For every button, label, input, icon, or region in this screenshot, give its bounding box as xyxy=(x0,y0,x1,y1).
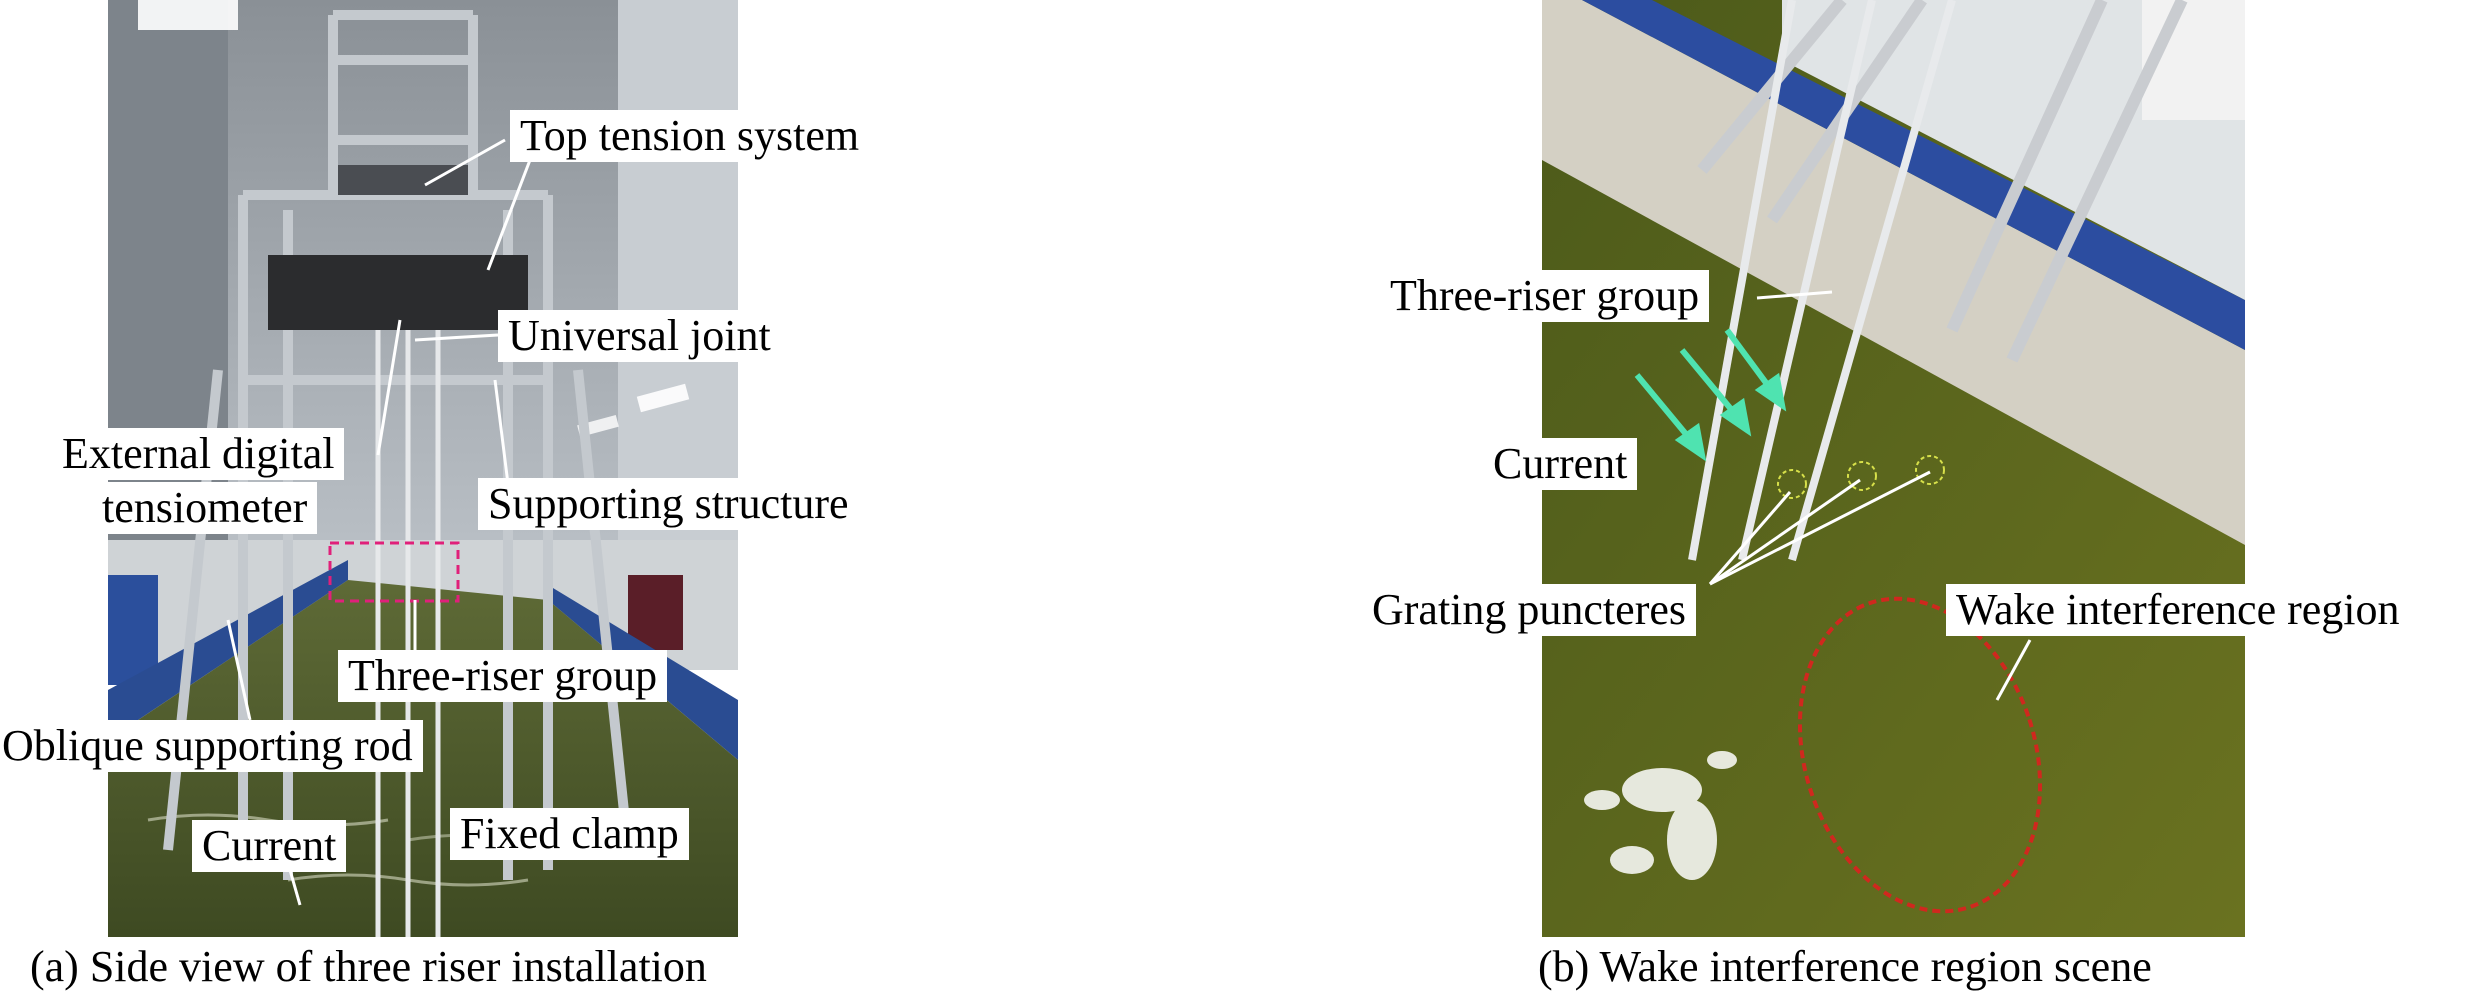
panel-b-scene xyxy=(1542,0,2245,937)
label-tensiometer-line1: External digital xyxy=(52,428,345,480)
label-three-riser-group-a: Three-riser group xyxy=(338,650,668,702)
label-fixed-clamp: Fixed clamp xyxy=(450,808,689,860)
panel-b-photo xyxy=(1542,0,2245,937)
caption-panel-a: (a) Side view of three riser installatio… xyxy=(30,942,707,991)
label-supporting-structure: Supporting structure xyxy=(478,478,859,530)
label-current-b: Current xyxy=(1483,438,1638,490)
label-tensiometer-line2: tensiometer xyxy=(92,482,318,534)
label-three-riser-group-b: Three-riser group xyxy=(1380,270,1710,322)
label-current-a: Current xyxy=(192,820,347,872)
label-top-tension-system: Top tension system xyxy=(510,110,870,162)
label-wake-interference-region: Wake interference region xyxy=(1946,584,2410,636)
caption-panel-b: (b) Wake interference region scene xyxy=(1538,942,2152,991)
label-universal-joint: Universal joint xyxy=(498,310,781,362)
label-oblique-supporting-rod: Oblique supporting rod xyxy=(0,720,423,772)
label-grating-puncteres: Grating puncteres xyxy=(1362,584,1696,636)
